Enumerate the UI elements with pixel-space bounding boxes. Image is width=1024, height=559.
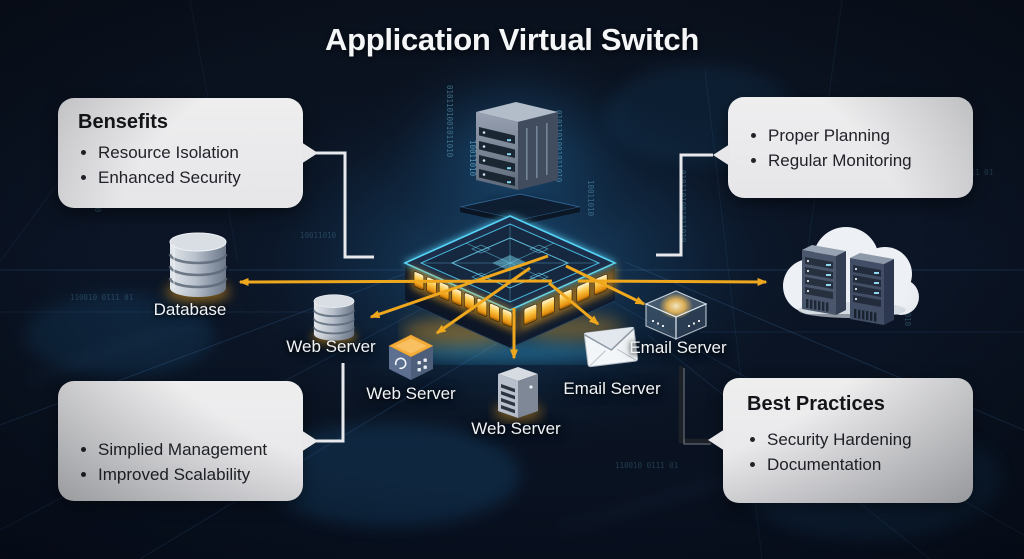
callout-tail (301, 142, 318, 164)
email-server-envelope-label: Email Server (563, 379, 661, 398)
arrow-to-email-cube (565, 264, 646, 306)
callout-heading: Bensefits (78, 111, 169, 133)
callout-bottom-left: Simplied Management Improved Scalability (58, 381, 318, 501)
arrow-to-email-envelope (548, 281, 600, 326)
web-server-left-label: Web Server (286, 337, 376, 356)
callout-best-practices: Best Practices Security Hardening Docume… (708, 378, 973, 503)
list-item: Resource Isolation (98, 141, 303, 165)
database-label: Database (153, 300, 227, 319)
arrow-to-cloud (577, 277, 768, 286)
list-item: Regular Monitoring (768, 149, 973, 173)
management-list: Simplied Management Improved Scalability (58, 381, 303, 486)
callout-tail (708, 429, 725, 451)
list-item: Security Hardening (767, 428, 973, 452)
callout-tail (713, 144, 730, 166)
page-title: Application Virtual Switch (324, 22, 700, 57)
callout-heading: Best Practices (747, 393, 885, 415)
list-item: Documentation (767, 453, 973, 477)
list-item: Enhanced Security (98, 166, 303, 190)
callout-tail (301, 430, 318, 452)
list-item: Simplied Management (98, 438, 303, 462)
arrow-to-database (238, 277, 553, 286)
best-practices-list: Security Hardening Documentation (723, 428, 973, 476)
planning-list: Proper Planning Regular Monitoring (728, 97, 973, 172)
callout-top-right: Proper Planning Regular Monitoring (713, 97, 973, 198)
list-item: Proper Planning (768, 124, 973, 148)
benefits-list: Resource Isolation Enhanced Security (58, 141, 303, 189)
list-item: Improved Scalability (98, 463, 303, 487)
web-server-tower-label: Web Server (471, 419, 561, 438)
callout-benefits: Bensefits Resource Isolation Enhanced Se… (58, 98, 318, 208)
email-server-cube-label: Email Server (629, 338, 727, 357)
arrow-to-web-server-left (369, 254, 549, 319)
web-server-cube-label: Web Server (366, 384, 456, 403)
